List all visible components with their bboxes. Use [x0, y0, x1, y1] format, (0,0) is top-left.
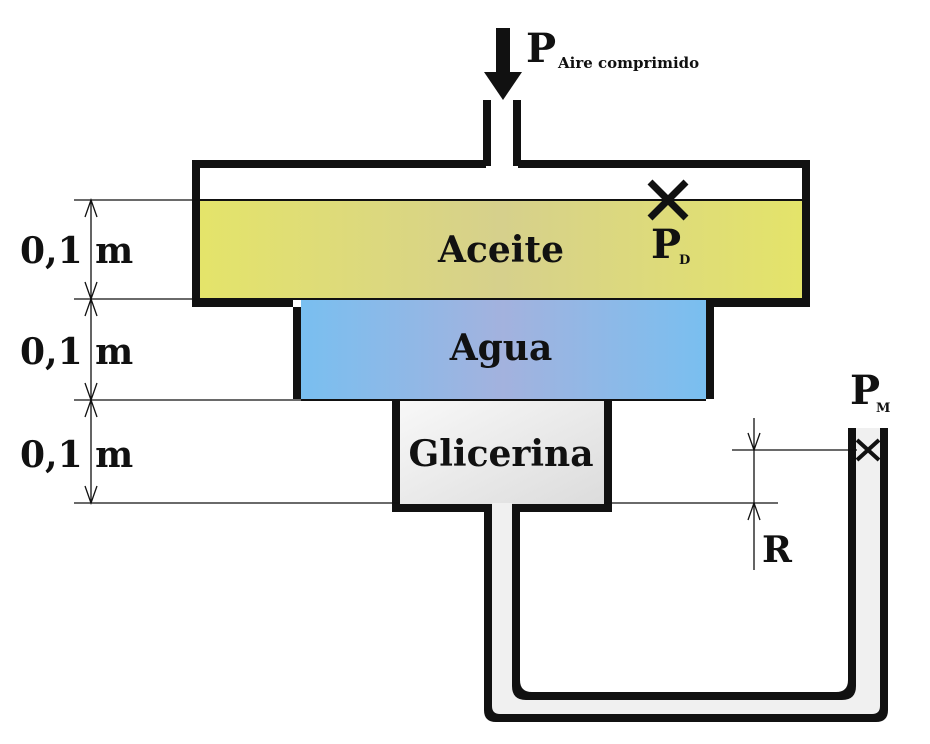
- u-tube-wall: [484, 428, 888, 722]
- point-d-cross-icon: [647, 179, 689, 221]
- dim-arrow-1-top: [84, 198, 98, 218]
- fluid-agua: [301, 300, 706, 400]
- height-label-1: 0,1 m: [20, 230, 133, 272]
- point-m-cross-icon: [855, 438, 881, 462]
- air-pipe-bore: [491, 100, 513, 176]
- fluid-label-aceite: Aceite: [437, 229, 564, 271]
- height-label-3: 0,1 m: [20, 434, 133, 476]
- point-m-subscript: M: [876, 401, 890, 416]
- dim-arrow-3-bottom: [84, 485, 98, 505]
- dim-arrow-3-top: [84, 398, 98, 418]
- outlet-opening: [492, 503, 512, 515]
- fluid-glicerina: [400, 400, 604, 504]
- r-arrow-top: [747, 432, 761, 452]
- point-d-subscript: D: [679, 253, 690, 268]
- point-d-symbol: P: [651, 221, 681, 268]
- height-dimensions: [74, 198, 400, 505]
- fluid-label-agua: Agua: [449, 327, 553, 369]
- arrow-shaft: [496, 28, 510, 74]
- tank: [192, 160, 810, 520]
- r-arrow-bottom: [747, 501, 761, 521]
- point-m-symbol: P: [850, 367, 880, 414]
- reading-r-label: R: [762, 529, 793, 571]
- dim-arrow-2-top: [84, 297, 98, 317]
- reading-r-dimension: [604, 418, 857, 570]
- air-pressure-arrow: [484, 28, 522, 100]
- pressure-input-subscript: Aire comprimido: [557, 54, 699, 72]
- pressure-input-symbol: P: [526, 25, 556, 72]
- air-inlet-pipe: [483, 100, 521, 176]
- height-label-2: 0,1 m: [20, 331, 133, 373]
- point-m-marker: [855, 438, 881, 462]
- arrow-head: [484, 72, 522, 100]
- u-tube-manometer: [484, 428, 888, 722]
- fluid-aceite: [200, 200, 802, 298]
- fluid-label-glicerina: Glicerina: [408, 433, 593, 475]
- point-d-marker: [647, 179, 689, 221]
